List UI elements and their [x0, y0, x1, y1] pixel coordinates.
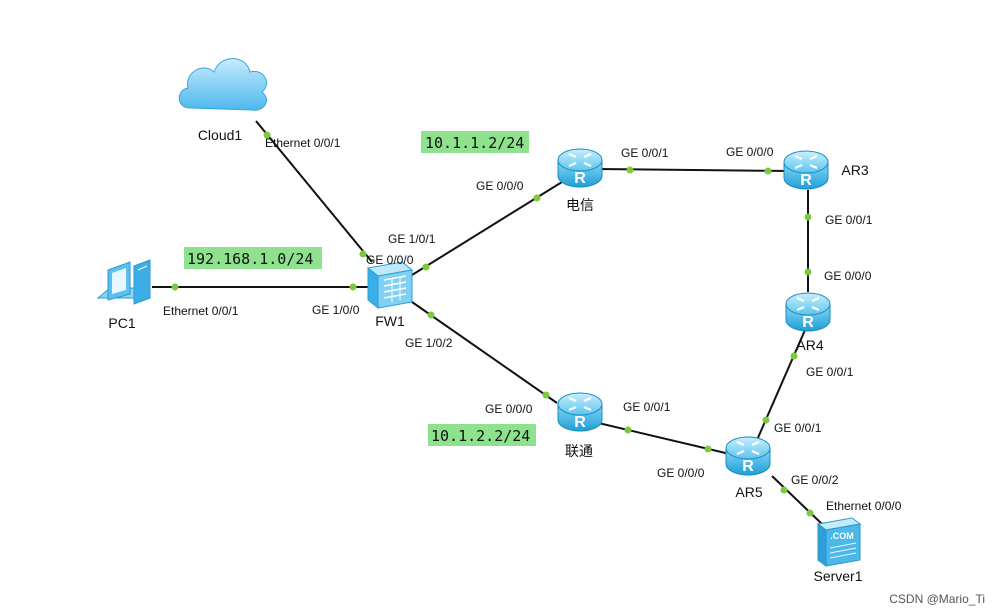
server1-label: Server1 [813, 568, 862, 584]
cloud1-device[interactable]: Cloud1 [178, 58, 267, 144]
port-label: GE 0/0/0 [726, 145, 774, 159]
ar5-label: AR5 [735, 484, 762, 500]
subnet-liantong: 10.1.2.2/24 [428, 424, 536, 446]
port-dot [359, 250, 367, 258]
port-dot [780, 486, 788, 494]
svg-text:.COM: .COM [830, 531, 854, 541]
liantong-router[interactable]: 联通 [556, 391, 604, 459]
port-dot [349, 283, 357, 291]
port-dot [626, 166, 634, 174]
port-dot [624, 426, 632, 434]
port-label: Ethernet 0/0/0 [826, 499, 902, 513]
port-dot [804, 213, 812, 221]
ar3-label: AR3 [841, 162, 868, 178]
router-icon [782, 149, 830, 191]
ar3-router[interactable]: AR3 [782, 149, 869, 191]
port-label: GE 1/0/2 [405, 336, 453, 350]
router-icon [724, 435, 772, 477]
link-dianxin-ar3 [595, 168, 793, 172]
dianxin-label: 电信 [566, 197, 594, 213]
ar4-router[interactable]: AR4 [784, 291, 832, 353]
port-dot [427, 311, 435, 319]
port-dot [762, 416, 770, 424]
pc1-device[interactable]: PC1 [96, 259, 151, 331]
port-label: GE 0/0/1 [623, 400, 671, 414]
watermark: CSDN @Mario_Ti [889, 592, 985, 606]
port-dots [171, 131, 814, 517]
port-dot [704, 445, 712, 453]
server-icon: .COM [816, 517, 862, 567]
ar5-router[interactable]: AR5 [724, 435, 772, 500]
port-label: GE 0/0/0 [485, 402, 533, 416]
link-fw1-liantong [411, 301, 558, 404]
pc1-label: PC1 [108, 315, 135, 331]
link-cloud1-fw1 [255, 120, 373, 263]
subnet-lan: 192.168.1.0/24 [184, 247, 322, 269]
port-label: GE 0/0/0 [476, 179, 524, 193]
port-dot [171, 283, 179, 291]
port-dot [263, 131, 271, 139]
dianxin-router[interactable]: 电信 [556, 147, 604, 213]
server1-device[interactable]: .COM Server1 [813, 517, 863, 584]
port-dot [542, 391, 550, 399]
port-label: GE 0/0/0 [366, 253, 414, 267]
subnet-lan-text: 192.168.1.0/24 [187, 250, 313, 268]
router-icon [556, 391, 604, 433]
cloud-icon [178, 58, 267, 111]
port-label: GE 0/0/1 [806, 365, 854, 379]
port-label: Ethernet 0/0/1 [265, 136, 341, 150]
link-ar5-server1 [771, 475, 823, 525]
port-dot [764, 167, 772, 175]
subnet-liantong-text: 10.1.2.2/24 [431, 427, 530, 445]
port-label: GE 1/0/0 [312, 303, 360, 317]
router-icon [784, 291, 832, 333]
port-dot [804, 268, 812, 276]
fw1-label: FW1 [375, 313, 405, 329]
port-labels: Ethernet 0/0/1 GE 0/0/0 Ethernet 0/0/1 G… [163, 136, 902, 513]
fw1-device[interactable]: FW1 [366, 261, 414, 329]
port-label: GE 0/0/1 [774, 421, 822, 435]
pc-icon [96, 259, 151, 305]
port-label: GE 0/0/2 [791, 473, 839, 487]
liantong-label: 联通 [565, 443, 593, 459]
router-icon [556, 147, 604, 189]
port-label: GE 0/0/0 [657, 466, 705, 480]
port-dot [533, 194, 541, 202]
port-dot [422, 263, 430, 271]
port-label: GE 0/0/1 [825, 213, 873, 227]
port-dot [806, 509, 814, 517]
subnet-dianxin-text: 10.1.1.2/24 [425, 134, 524, 152]
firewall-icon [366, 261, 414, 310]
port-label: GE 0/0/1 [621, 146, 669, 160]
subnet-dianxin: 10.1.1.2/24 [421, 131, 529, 153]
link-liantong-ar5 [589, 420, 735, 456]
ar4-label: AR4 [796, 337, 823, 353]
cloud1-label: Cloud1 [198, 127, 243, 143]
port-label: Ethernet 0/0/1 [163, 304, 239, 318]
port-dot [790, 352, 798, 360]
port-label: GE 0/0/0 [824, 269, 872, 283]
port-label: GE 1/0/1 [388, 232, 436, 246]
